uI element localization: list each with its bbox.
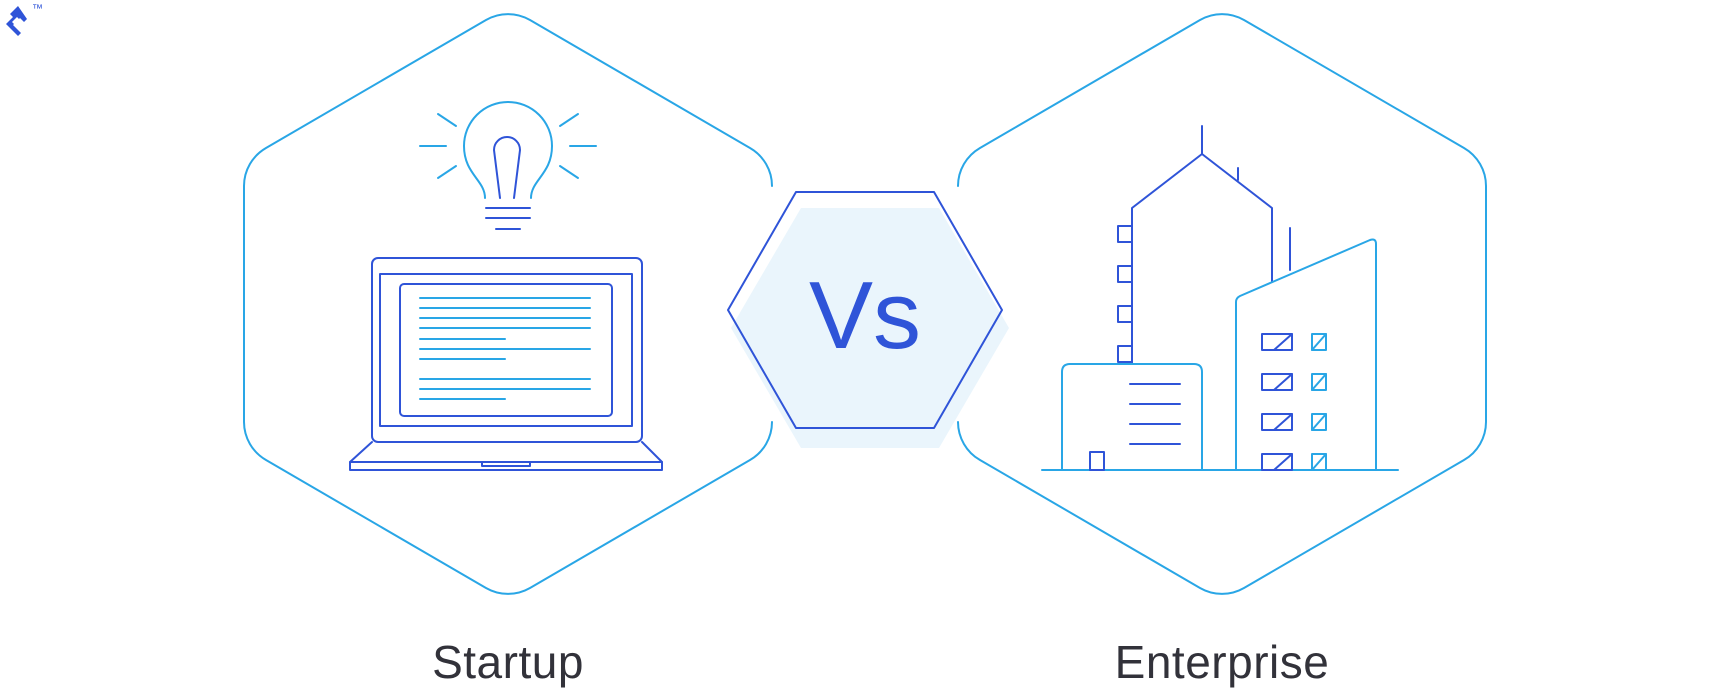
startup-hexagon [243,13,773,595]
enterprise-hexagon [957,13,1487,595]
vs-label: Vs [809,262,921,369]
lightbulb-icon [419,101,597,230]
office-buildings-icon [1041,125,1399,471]
laptop-icon [349,257,663,471]
vs-badge: Vs [727,191,1009,448]
toptal-logo-icon: ™ [6,3,43,36]
trademark: ™ [32,3,43,15]
enterprise-label: Enterprise [1115,636,1330,688]
startup-label: Startup [432,636,584,688]
